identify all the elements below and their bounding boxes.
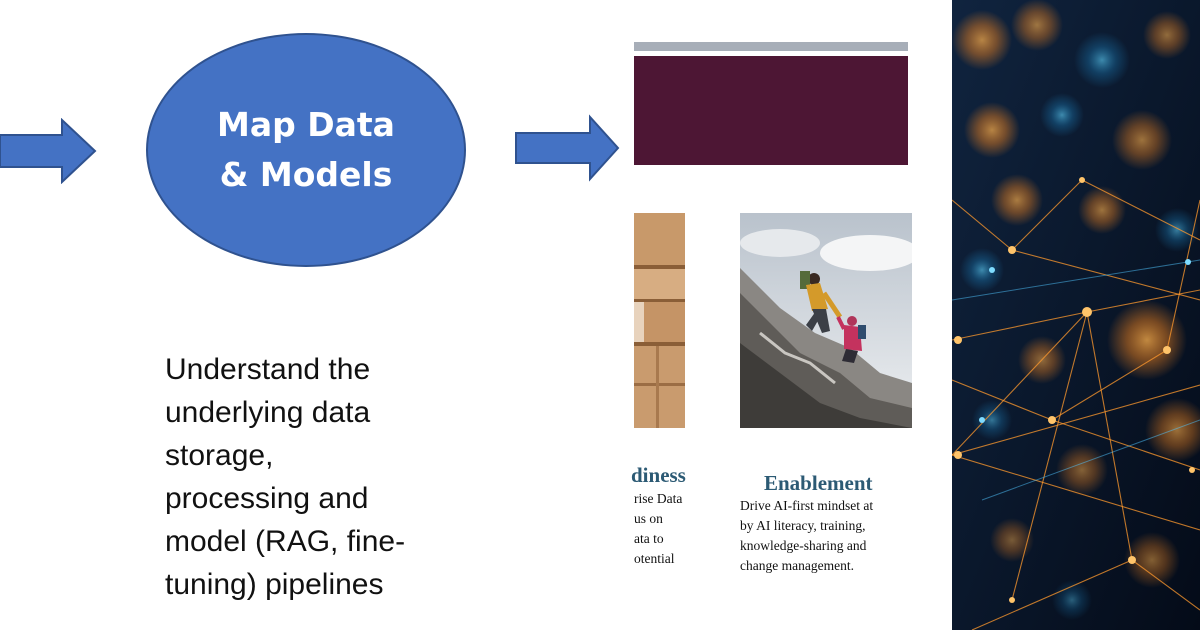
node-label-line1: Map Data: [217, 105, 395, 144]
readiness-line: us on: [634, 511, 663, 526]
description-line: Understand the: [165, 353, 371, 386]
diagram-panel: Map Data & Models Understand the underly…: [0, 33, 620, 606]
right-arrow-icon: [515, 114, 620, 182]
description-line: tuning) pipelines: [165, 568, 384, 601]
network-image: [952, 0, 1200, 630]
step-description: Understand the underlying data storage, …: [165, 348, 465, 606]
network-graphic: [952, 0, 1200, 630]
slide-header-block: [634, 56, 908, 165]
boxes-photo: [634, 213, 685, 428]
description-line: processing and: [165, 482, 369, 515]
right-arrow-icon: [0, 118, 97, 184]
readiness-text: rise Data us on ata to otential: [634, 489, 724, 569]
climbers-photo: [740, 213, 912, 428]
enablement-line: Drive AI-first mindset at: [740, 498, 874, 513]
node-label: Map Data & Models: [217, 100, 395, 200]
slide-panel: diness rise Data us on ata to otential E…: [620, 0, 952, 630]
map-data-models-node: Map Data & Models: [146, 33, 466, 267]
readiness-line: ata to: [634, 531, 664, 546]
enablement-line: change management.: [740, 558, 854, 573]
description-line: model (RAG, fine-: [165, 525, 406, 558]
node-label-line2: & Models: [219, 155, 393, 194]
readiness-line: otential: [634, 551, 675, 566]
enablement-line: knowledge-sharing and: [740, 538, 867, 553]
enablement-heading: Enablement: [764, 471, 873, 495]
enablement-line: by AI literacy, training,: [740, 518, 866, 533]
description-line: storage,: [165, 439, 274, 472]
readiness-heading: diness: [631, 463, 686, 487]
enablement-text: Drive AI-first mindset at by AI literacy…: [740, 496, 920, 576]
slide-top-rule: [634, 42, 908, 51]
readiness-line: rise Data: [634, 491, 683, 506]
description-line: underlying data: [165, 396, 371, 429]
